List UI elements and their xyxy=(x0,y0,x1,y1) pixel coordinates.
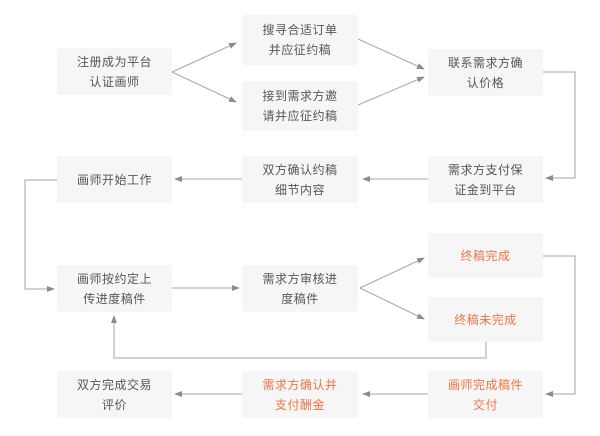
edge-final-done-deliver xyxy=(543,255,576,397)
node-register-line2: 认证画师 xyxy=(89,74,140,89)
node-review-progress: 需求方审核进 度稿件 xyxy=(242,265,358,312)
node-confirm-details-line2: 细节内容 xyxy=(274,182,325,197)
edge-register-receive-invite xyxy=(171,71,237,103)
edge-final-not-done-upload-progress xyxy=(111,315,487,359)
node-register: 注册成为平台 认证画师 xyxy=(57,48,172,95)
edge-start-work-upload-progress xyxy=(24,179,57,292)
node-deliver-line2: 交付 xyxy=(472,397,498,412)
node-deliver-line1: 画师完成稿件 xyxy=(447,377,523,392)
node-final-not-done: 终稿未完成 xyxy=(428,297,543,342)
node-search-order-line2: 并应征约稿 xyxy=(268,43,332,57)
node-evaluate: 双方完成交易 评价 xyxy=(57,371,172,418)
edge-search-order-confirm-price xyxy=(357,38,425,70)
node-search-order: 搜寻合适订单 并应征约稿 xyxy=(242,15,358,65)
node-pay-deposit: 需求方支付保 证金到平台 xyxy=(428,156,543,203)
node-receive-invite: 接到需求方邀 请并应征约稿 xyxy=(242,81,358,131)
node-confirm-details: 双方确认约稿 细节内容 xyxy=(242,156,358,203)
node-pay-fee: 需求方确认并 支付酬金 xyxy=(242,371,358,418)
node-final-done-line1: 终稿完成 xyxy=(460,248,511,263)
node-confirm-price: 联系需求方确 认价格 xyxy=(428,49,543,96)
node-pay-fee-line2: 支付酬金 xyxy=(274,397,325,412)
node-confirm-price-line2: 认价格 xyxy=(466,75,505,90)
node-search-order-line1: 搜寻合适订单 xyxy=(262,23,338,37)
node-receive-invite-line1: 接到需求方邀 xyxy=(262,89,338,103)
edge-review-progress-final-done xyxy=(359,257,425,289)
node-upload-progress: 画师按约定上 传进度稿件 xyxy=(57,265,172,312)
node-confirm-details-line1: 双方确认约稿 xyxy=(262,162,338,177)
node-review-progress-line1: 需求方审核进 xyxy=(262,271,338,286)
edge-review-progress-final-not-done xyxy=(359,287,425,320)
edge-register-search-order xyxy=(171,42,237,73)
node-final-done: 终稿完成 xyxy=(428,233,543,278)
node-confirm-price-line1: 联系需求方确 xyxy=(447,55,523,70)
node-upload-progress-line2: 传进度稿件 xyxy=(83,291,146,306)
node-pay-deposit-line2: 证金到平台 xyxy=(454,182,517,197)
node-evaluate-line1: 双方完成交易 xyxy=(76,377,152,392)
node-review-progress-line2: 度稿件 xyxy=(281,291,319,306)
node-start-work: 画师开始工作 xyxy=(57,156,172,203)
node-final-not-done-line1: 终稿未完成 xyxy=(454,312,517,327)
node-upload-progress-line1: 画师按约定上 xyxy=(76,271,152,286)
node-deliver: 画师完成稿件 交付 xyxy=(428,371,543,418)
node-receive-invite-line2: 请并应征约稿 xyxy=(262,109,338,123)
node-pay-deposit-line1: 需求方支付保 xyxy=(447,162,523,177)
node-start-work-line1: 画师开始工作 xyxy=(76,172,152,187)
node-evaluate-line2: 评价 xyxy=(101,397,127,412)
edge-receive-invite-confirm-price xyxy=(357,76,425,106)
node-pay-fee-line1: 需求方确认并 xyxy=(262,377,338,392)
edge-confirm-price-pay-deposit xyxy=(543,71,576,181)
node-register-line1: 注册成为平台 xyxy=(76,54,152,69)
